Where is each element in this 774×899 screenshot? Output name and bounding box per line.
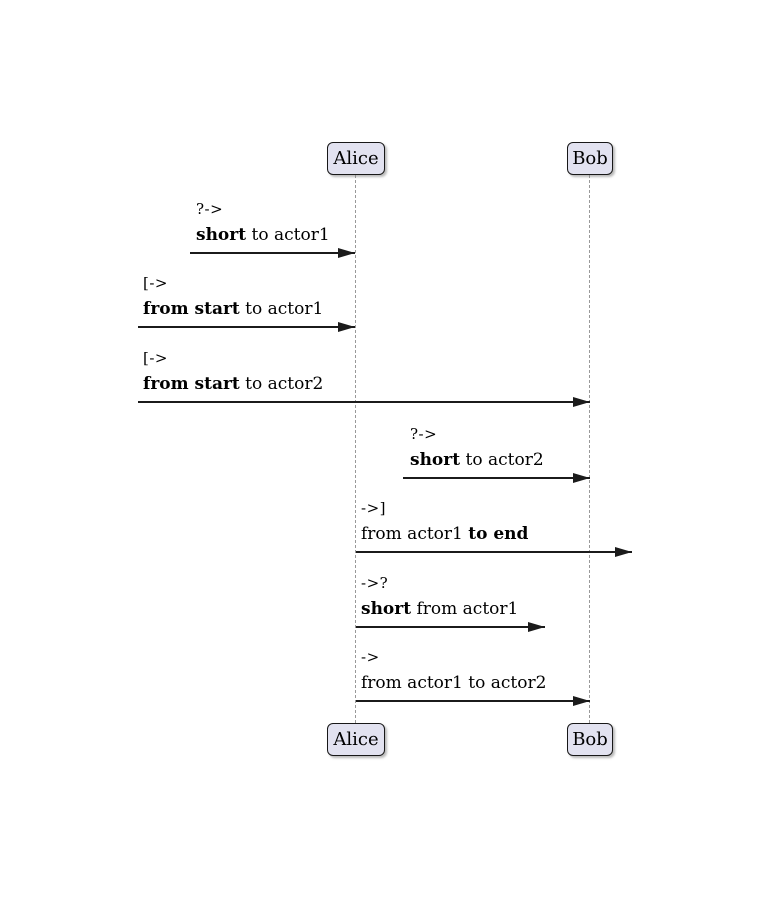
- lifeline-alice: [355, 175, 356, 723]
- message-3-code: [->: [143, 349, 168, 367]
- message-2-arrow-line: [138, 326, 355, 328]
- lifeline-bob: [589, 175, 590, 723]
- message-5-arrow-line: [356, 551, 632, 553]
- actor-box-alice-bottom: Alice: [327, 723, 385, 756]
- message-3-arrow-line: [138, 401, 590, 403]
- message-6-arrow-line: [356, 626, 545, 628]
- message-6-code: ->?: [361, 574, 389, 592]
- message-2-code: [->: [143, 274, 168, 292]
- actor-box-bob-bottom: Bob: [567, 723, 613, 756]
- message-1-arrowhead-icon: [338, 247, 355, 258]
- message-4-code: ?->: [410, 425, 438, 443]
- message-5-label: from actor1 to end: [361, 524, 529, 544]
- message-3-arrowhead-icon: [573, 396, 590, 407]
- message-6-label: short from actor1: [361, 599, 519, 619]
- message-3-label: from start to actor2: [143, 374, 324, 394]
- message-2-label: from start to actor1: [143, 299, 324, 319]
- actor-label-alice-bottom: Alice: [333, 728, 379, 750]
- message-7-arrow-line: [356, 700, 590, 702]
- message-7-code: ->: [361, 648, 380, 666]
- message-5: ->] from actor1 to end: [356, 499, 632, 557]
- message-7: -> from actor1 to actor2: [356, 648, 590, 706]
- actor-label-bob-top: Bob: [572, 147, 608, 169]
- message-5-arrowhead-icon: [615, 546, 632, 557]
- actor-label-alice-top: Alice: [333, 147, 379, 169]
- message-4-arrowhead-icon: [573, 472, 590, 483]
- message-7-label: from actor1 to actor2: [361, 673, 547, 693]
- actor-label-bob-bottom: Bob: [572, 728, 608, 750]
- message-6: ->? short from actor1: [356, 574, 545, 632]
- message-4: ?-> short to actor2: [403, 425, 590, 483]
- message-4-arrow-line: [403, 477, 590, 479]
- message-1-arrow-line: [190, 252, 355, 254]
- message-6-arrowhead-icon: [528, 621, 545, 632]
- message-4-label: short to actor2: [410, 450, 544, 470]
- actor-box-bob-top: Bob: [567, 142, 613, 175]
- message-7-arrowhead-icon: [573, 695, 590, 706]
- message-5-code: ->]: [361, 499, 386, 517]
- message-3: [-> from start to actor2: [138, 349, 590, 407]
- actor-box-alice-top: Alice: [327, 142, 385, 175]
- message-1: ?-> short to actor1: [190, 200, 355, 258]
- message-1-label: short to actor1: [196, 225, 330, 245]
- message-1-code: ?->: [196, 200, 224, 218]
- message-2: [-> from start to actor1: [138, 274, 355, 332]
- message-2-arrowhead-icon: [338, 321, 355, 332]
